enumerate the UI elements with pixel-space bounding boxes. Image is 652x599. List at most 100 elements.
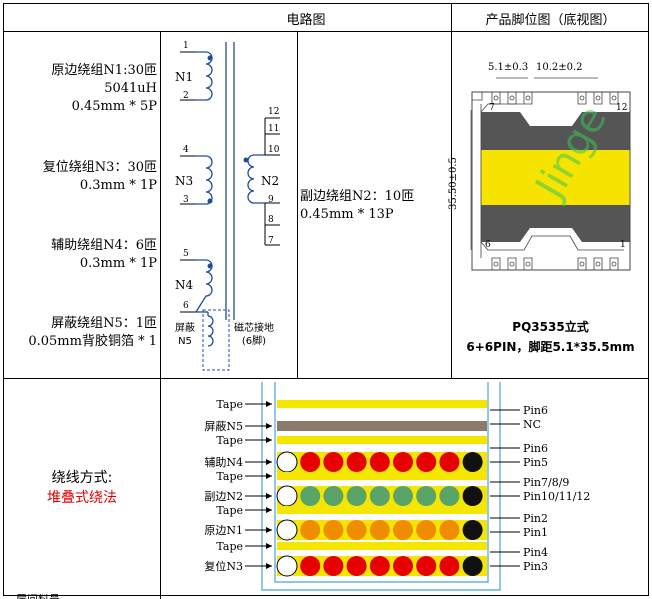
pin-12: 12 [268, 107, 280, 117]
tape-layer-8 [277, 542, 487, 550]
winding-n5: 屏蔽绕组N5：1匝 0.05mm背胶铜箔 * 1 [5, 315, 157, 351]
stack-left-label: Tape [216, 470, 243, 483]
pin-6: 6 [183, 301, 189, 311]
stack-right-label: Pin3 [523, 560, 548, 573]
stack-right-label: Pin4 [523, 546, 548, 559]
header-pin: 产品脚位图（底视图） [485, 13, 616, 28]
product-name: PQ3535立式 [512, 320, 589, 334]
wire-turn [346, 452, 367, 472]
wire-turn [369, 452, 390, 472]
pin-3: 3 [183, 195, 189, 205]
shield-label-n5: N5 [178, 336, 192, 347]
dim-width: 10.2±0.2 [536, 62, 583, 73]
tape-layer-6 [277, 506, 487, 514]
wire-turn [439, 486, 460, 506]
pin-4: 4 [183, 145, 189, 155]
winding-n3: 复位绕组N3：30匝 0.3mm * 1P [5, 159, 157, 195]
wire-turn [462, 452, 483, 472]
n1-wire: 0.45mm * 5P [71, 99, 157, 114]
wire-turn [439, 556, 460, 576]
shield-label-cn: 屏蔽 [175, 323, 195, 334]
stack-right-label: Pin10/11/12 [523, 490, 590, 503]
wire-turn [393, 520, 413, 540]
stack-left-label: 辅助N4 [204, 455, 243, 469]
wire-turn [300, 486, 321, 506]
stack-right-label: Pin1 [523, 526, 548, 539]
stack-right-label: Pin5 [523, 456, 548, 469]
core-ground-label: 磁芯接地 (6脚) [234, 322, 274, 348]
pin-label-1: 1 [620, 240, 626, 250]
product-spec: 6+6PIN，脚距5.1*35.5mm [466, 340, 635, 354]
wire-turn [393, 556, 413, 576]
arrow-head [266, 423, 272, 429]
winding-n1: 原边绕组N1:30匝 5041uH 0.45mm * 5P [5, 62, 157, 116]
stack-right-label: Pin6 [523, 404, 548, 417]
stack-left-label: Tape [216, 540, 243, 553]
pin-label-7: 7 [489, 103, 495, 113]
stack-right-label: Pin6 [523, 442, 548, 455]
header-circuit: 电路图 [286, 13, 326, 28]
stack-right-label: Pin7/8/9 [523, 476, 569, 489]
wire-turn [416, 486, 437, 506]
dim-pitch: 5.1±0.3 [488, 62, 529, 73]
stack-left-label: Tape [216, 398, 243, 411]
wire-turn [439, 452, 460, 472]
stack-right-label: NC [523, 418, 541, 431]
label-n4: N4 [175, 278, 194, 292]
winding-method-label: 绕线方式: [51, 470, 113, 486]
pin-10: 10 [268, 145, 280, 155]
wire-turn [276, 451, 298, 473]
shield-label: 屏蔽 N5 [175, 322, 195, 348]
n3-name: 复位绕组N3：30匝 [42, 160, 157, 175]
wire-turn [323, 556, 344, 576]
wire-turn [346, 556, 367, 576]
pin-11: 11 [268, 124, 280, 134]
core-ground-pin: (6脚) [241, 336, 267, 347]
bottom-row-label: 层间料号 [16, 594, 60, 599]
wire-turn [323, 452, 344, 472]
wire-turn [323, 520, 344, 540]
arrow-head [266, 473, 272, 479]
wire-turn [346, 486, 367, 506]
label-n2: N2 [261, 174, 280, 188]
winding-n2: 副边绕组N2：10匝 0.45mm * 13P [300, 188, 450, 224]
arrow-head [266, 507, 272, 513]
pin-8: 8 [268, 215, 274, 225]
pin-label-6: 6 [485, 240, 491, 250]
wire-turn [300, 520, 321, 540]
stack-left-label: Tape [216, 434, 243, 447]
wire-turn [300, 556, 321, 576]
shield-layer [277, 421, 487, 431]
stack-left-label: Tape [216, 504, 243, 517]
wire-turn [276, 485, 298, 507]
arrow-head [266, 401, 272, 407]
winding-method: 绕线方式: 堆叠式绕法 [4, 468, 160, 508]
n3-wire: 0.3mm * 1P [79, 178, 157, 193]
wire-turn [369, 520, 390, 540]
winding-n4: 辅助绕组N4：6匝 0.3mm * 1P [5, 237, 157, 273]
arrow-head [266, 459, 272, 465]
wire-turn [416, 556, 437, 576]
wire-turn [346, 520, 367, 540]
arrow-head [266, 543, 272, 549]
arrow-head [266, 493, 272, 499]
pin-7: 7 [268, 236, 274, 246]
wire-turn [416, 452, 437, 472]
pin-2: 2 [183, 91, 189, 101]
stack-left-label: 屏蔽N5 [204, 420, 243, 433]
wire-turn [276, 555, 298, 577]
pin-5: 5 [183, 249, 189, 259]
wire-turn [276, 519, 298, 541]
wire-turn [462, 486, 483, 506]
n1-name: 原边绕组N1:30匝 [51, 63, 157, 78]
stack-left-label: 复位N3 [204, 559, 243, 573]
pin-1: 1 [183, 41, 189, 51]
tape-layer-2 [277, 436, 487, 444]
pin-label-12: 12 [616, 103, 628, 113]
wire-turn [300, 452, 321, 472]
n2-wire: 0.45mm * 13P [300, 207, 394, 222]
n5-wire: 0.05mm背胶铜箔 * 1 [28, 334, 157, 349]
stack-left-label: 副边N2 [204, 490, 243, 503]
